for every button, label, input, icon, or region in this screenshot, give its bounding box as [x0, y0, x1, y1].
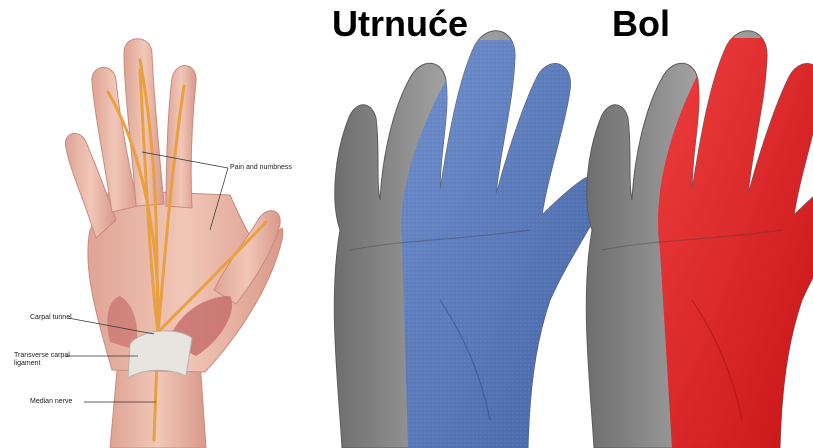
- anatomy-hand: [65, 39, 282, 448]
- pain-hand: [586, 31, 813, 448]
- label-median-nerve: Median nerve: [30, 398, 72, 406]
- label-pain-and-numbness: Pain and numbness: [230, 164, 292, 172]
- label-transverse-carpal-ligament: Transverse carpal ligament: [14, 352, 84, 368]
- label-carpal-tunnel: Carpal tunnel: [30, 314, 72, 322]
- forearm: [110, 360, 206, 448]
- numbness-title: Utrnuće: [332, 6, 468, 42]
- pain-title: Bol: [612, 6, 670, 42]
- numbness-hand: [334, 31, 620, 448]
